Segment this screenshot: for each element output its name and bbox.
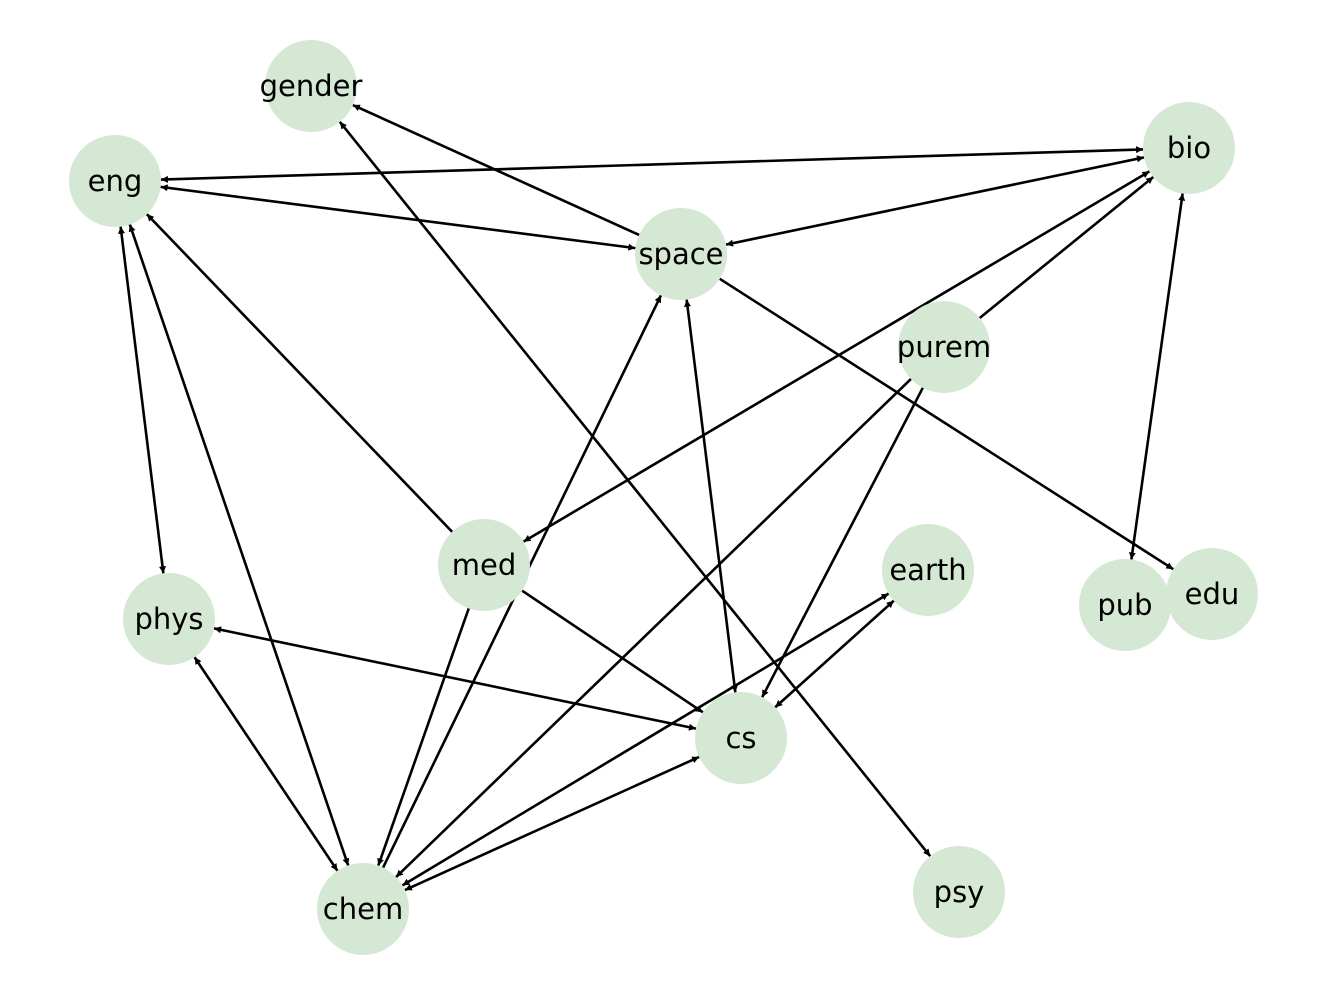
node-med: med — [438, 519, 530, 611]
edge-space-cs — [684, 299, 738, 693]
edge-eng-chem — [128, 224, 350, 866]
node-label: pub — [1097, 588, 1152, 622]
edge-line — [118, 226, 166, 574]
node-label: med — [452, 548, 517, 582]
edge-med-eng — [145, 213, 454, 533]
edge-line — [213, 626, 697, 731]
edge-bio-pub — [1128, 193, 1186, 560]
node-circle — [695, 692, 787, 784]
edge-chem-cs — [404, 755, 700, 892]
node-circle — [265, 40, 357, 132]
node-edu: edu — [1166, 548, 1258, 640]
node-circle — [1079, 559, 1171, 651]
edge-bio-med — [522, 170, 1151, 543]
node-phys: phys — [123, 573, 215, 665]
edge-line — [193, 656, 339, 872]
node-cs: cs — [695, 692, 787, 784]
node-circle — [438, 519, 530, 611]
edge-line — [145, 213, 454, 533]
node-earth: earth — [882, 524, 974, 616]
node-circle — [1166, 548, 1258, 640]
node-circle — [317, 863, 409, 955]
node-label: bio — [1167, 131, 1211, 165]
edge-line — [725, 155, 1145, 247]
node-circle — [123, 573, 215, 665]
edge-space-gender — [352, 103, 640, 237]
node-label: edu — [1185, 577, 1240, 611]
node-label: eng — [88, 164, 143, 198]
edge-line — [522, 170, 1151, 543]
node-space: space — [635, 208, 727, 300]
node-circle — [898, 301, 990, 393]
edge-eng-bio — [160, 146, 1144, 183]
edge-line — [1128, 193, 1186, 560]
edge-earth-cs — [774, 599, 895, 709]
edge-bio-space — [725, 155, 1145, 247]
edge-line — [160, 146, 1144, 183]
edge-purem-bio — [978, 175, 1155, 320]
node-label: purem — [897, 330, 991, 364]
edge-med-chem — [377, 607, 470, 867]
edge-med-cs — [521, 589, 704, 714]
node-circle — [69, 135, 161, 227]
edge-phys-cs — [213, 626, 697, 731]
node-eng: eng — [69, 135, 161, 227]
edge-line — [352, 103, 640, 237]
edge-line — [684, 299, 738, 693]
edge-line — [774, 599, 895, 709]
edge-line — [404, 755, 700, 892]
node-pub: pub — [1079, 559, 1171, 651]
edge-phys-chem — [193, 656, 339, 872]
node-psy: psy — [913, 846, 1005, 938]
node-label: cs — [725, 721, 756, 755]
node-purem: purem — [897, 301, 991, 393]
node-label: earth — [889, 553, 966, 587]
node-label: gender — [260, 69, 363, 103]
node-label: space — [638, 237, 723, 271]
edge-line — [377, 607, 470, 867]
node-circle — [913, 846, 1005, 938]
node-label: psy — [934, 875, 985, 909]
node-circle — [882, 524, 974, 616]
node-label: phys — [134, 602, 203, 636]
edge-eng-phys — [118, 226, 166, 574]
edge-line — [521, 589, 704, 714]
edge-line — [128, 224, 350, 866]
node-circle — [635, 208, 727, 300]
node-bio: bio — [1143, 102, 1235, 194]
node-circle — [1143, 102, 1235, 194]
edge-line — [978, 175, 1155, 320]
node-label: chem — [323, 892, 403, 926]
node-gender: gender — [260, 40, 363, 132]
node-chem: chem — [317, 863, 409, 955]
